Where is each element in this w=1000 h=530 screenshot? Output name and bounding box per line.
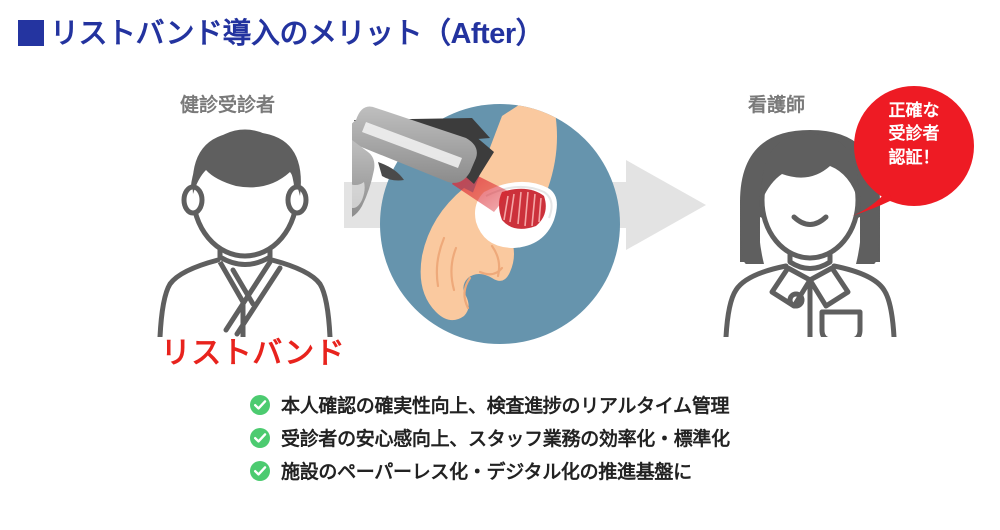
patient-label: 健診受診者 — [180, 95, 276, 116]
wristband-scan-illustration — [352, 104, 620, 344]
speech-bubble-shape — [852, 86, 974, 216]
list-item: 施設のペーパーレス化・デジタル化の推進基盤に — [250, 458, 730, 483]
check-circle-icon — [250, 394, 270, 415]
patient-figure-icon — [157, 129, 333, 337]
barcode-scanner-icon — [352, 106, 494, 217]
benefit-text: 受診者の安心感向上、スタッフ業務の効率化・標準化 — [281, 429, 730, 450]
check-circle-icon — [250, 427, 270, 448]
title-square-bullet-icon — [18, 19, 44, 46]
benefit-text: 施設のペーパーレス化・デジタル化の推進基盤に — [281, 462, 692, 483]
wristband-caption: リストバンド — [0, 328, 1000, 372]
list-item: 本人確認の確実性向上、検査進捗のリアルタイム管理 — [250, 392, 730, 417]
page-title: リストバンド導入のメリット（After） — [18, 10, 545, 52]
check-circle-icon — [250, 460, 270, 481]
nurse-label: 看護師 — [748, 95, 806, 116]
laser-beam-icon — [452, 168, 510, 212]
wristband-caption-text: リストバンド — [160, 337, 346, 370]
benefits-list: 本人確認の確実性向上、検査進捗のリアルタイム管理 受診者の安心感向上、スタッフ業… — [250, 392, 730, 483]
benefit-text: 本人確認の確実性向上、検査進捗のリアルタイム管理 — [281, 396, 730, 417]
list-item: 受診者の安心感向上、スタッフ業務の効率化・標準化 — [250, 425, 730, 450]
nurse-figure-icon — [723, 130, 897, 337]
title-text: リストバンド導入のメリット（After） — [50, 18, 545, 50]
